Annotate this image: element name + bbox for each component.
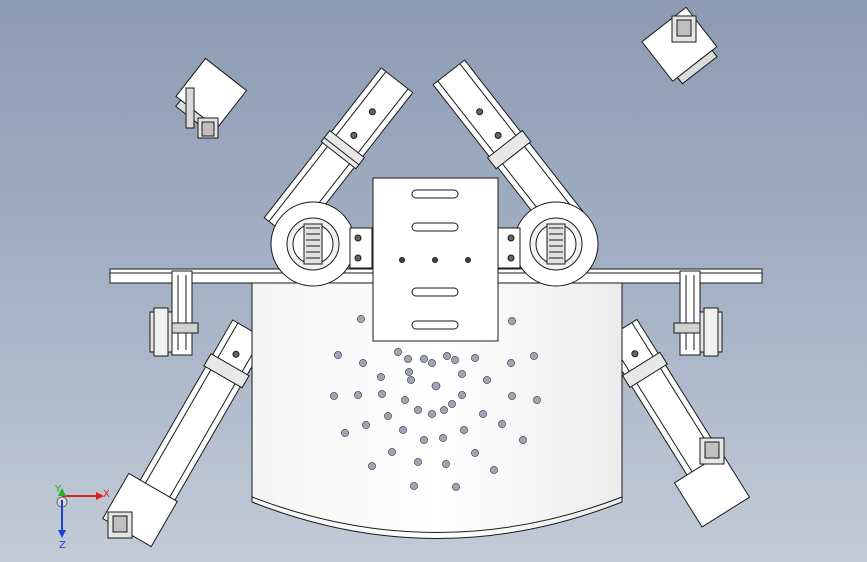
perforation-hole	[483, 376, 491, 384]
upper-left-arm	[175, 57, 414, 244]
triad-y-label: Y	[54, 484, 62, 495]
perforation-hole	[410, 482, 418, 490]
triad-y-arrow	[58, 488, 66, 496]
perforation-hole	[460, 426, 468, 434]
perforation-hole	[405, 368, 413, 376]
perforation-hole	[440, 406, 448, 414]
lower-right-arm	[602, 318, 751, 528]
perforation-hole	[498, 420, 506, 428]
perforation-hole	[479, 410, 487, 418]
perforation-hole	[399, 426, 407, 434]
perforation-hole	[407, 376, 415, 384]
triad-x-arrow	[96, 492, 104, 500]
base-plate-edge	[251, 496, 623, 533]
perforation-hole	[378, 390, 386, 398]
base-plate	[251, 279, 623, 539]
perforation-hole	[359, 359, 367, 367]
hole-pattern	[330, 315, 541, 491]
perforation-hole	[334, 351, 342, 359]
perforation-hole	[357, 315, 365, 323]
perforation-hole	[341, 429, 349, 437]
perforation-hole	[471, 449, 479, 457]
perforation-hole	[490, 466, 498, 474]
perforation-hole	[354, 391, 362, 399]
perforation-hole	[404, 355, 412, 363]
perforation-hole	[508, 392, 516, 400]
perforation-hole	[414, 458, 422, 466]
perforation-hole	[420, 436, 428, 444]
perforation-hole	[377, 373, 385, 381]
perforation-hole	[428, 359, 436, 367]
perforation-hole	[448, 400, 456, 408]
center-hole	[431, 381, 441, 391]
perforation-hole	[452, 483, 460, 491]
perforation-hole	[394, 348, 402, 356]
perforation-hole	[530, 352, 538, 360]
triad-x-label: X	[103, 489, 110, 500]
coordinate-triad: X Y Z	[54, 484, 110, 551]
triad-z-arrow	[58, 530, 66, 538]
perforation-hole	[414, 406, 422, 414]
upper-right-arm	[432, 6, 718, 244]
lower-left-arm	[102, 319, 269, 548]
right-clamp	[673, 270, 723, 357]
perforation-hole	[442, 460, 450, 468]
left-hinge	[270, 201, 373, 287]
perforation-hole	[507, 359, 515, 367]
perforation-hole	[443, 352, 451, 360]
perforation-hole	[362, 421, 370, 429]
perforation-hole	[508, 317, 516, 325]
perforation-hole	[401, 396, 409, 404]
perforation-hole	[420, 355, 428, 363]
perforation-hole	[428, 410, 436, 418]
perforation-hole	[330, 392, 338, 400]
perforation-hole	[451, 356, 459, 364]
perforation-hole	[533, 396, 541, 404]
perforation-hole	[368, 462, 376, 470]
right-hinge	[497, 201, 599, 287]
perforation-hole	[519, 436, 527, 444]
perforation-hole	[471, 354, 479, 362]
perforation-hole	[439, 434, 447, 442]
triad-z-label: Z	[59, 540, 66, 551]
perforation-hole	[384, 412, 392, 420]
perforation-hole	[458, 391, 466, 399]
perforation-hole	[458, 370, 466, 378]
left-clamp	[149, 270, 199, 357]
perforation-hole	[388, 448, 396, 456]
center-mount-plate	[372, 177, 499, 342]
